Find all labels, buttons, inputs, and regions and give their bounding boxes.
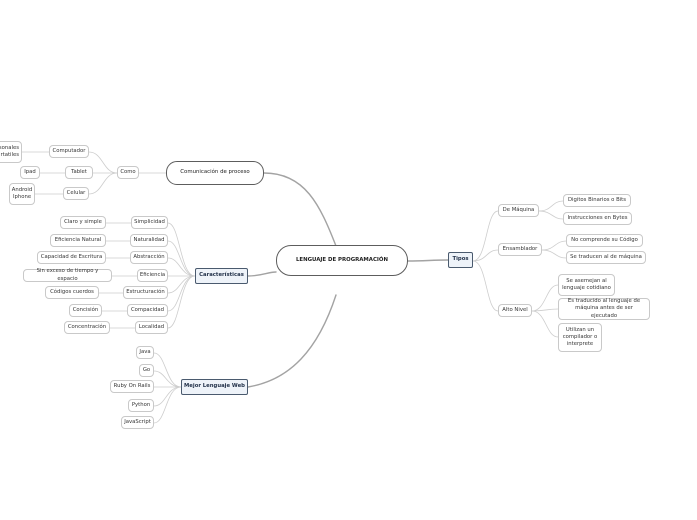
node-comunicacion[interactable]: Comunicación de proceso xyxy=(166,161,264,185)
node-concision[interactable]: Concisión xyxy=(69,304,102,317)
node-utilizan-compilador[interactable]: Utilizan un compilador o interprete xyxy=(558,323,602,352)
node-se-traducen[interactable]: Se traducen al de máquina xyxy=(566,251,646,264)
link-root-tipos xyxy=(407,259,449,262)
node-ensamblador[interactable]: Ensamblador xyxy=(498,243,542,256)
node-es-traducido[interactable]: Es traducido al lenguaje de máquina ante… xyxy=(558,298,650,320)
node-capacidad-escritura[interactable]: Capacidad de Escritura xyxy=(37,251,106,264)
node-compacidad[interactable]: Compacidad xyxy=(127,304,168,317)
node-digitos-binarios[interactable]: Digitos Binarios o Bits xyxy=(563,194,631,207)
node-abstraccion[interactable]: Abstracción xyxy=(130,251,168,264)
node-mejor-lenguaje-web[interactable]: Mejor Lenguaje Web xyxy=(181,379,248,395)
node-de-maquina[interactable]: De Máquina xyxy=(498,204,539,217)
node-naturalidad[interactable]: Naturalidad xyxy=(130,234,168,247)
node-instrucciones-bytes[interactable]: Instrucciones en Bytes xyxy=(563,212,632,225)
node-no-comprende[interactable]: No comprende su Código xyxy=(566,234,643,247)
node-celular[interactable]: Celular xyxy=(63,187,89,200)
node-android-iphone[interactable]: Android Iphone xyxy=(9,183,35,205)
node-claro-simple[interactable]: Claro y simple xyxy=(60,216,106,229)
node-localidad[interactable]: Localidad xyxy=(135,321,168,334)
node-ipad[interactable]: Ipad xyxy=(20,166,40,179)
node-como[interactable]: Como xyxy=(117,166,139,179)
root-node[interactable]: LENGUAJE DE PROGRAMACIÓN xyxy=(276,245,408,276)
node-alto-nivel[interactable]: Alto Nivel xyxy=(498,304,532,317)
node-concentracion[interactable]: Concentración xyxy=(64,321,110,334)
node-estructuracion[interactable]: Estructuración xyxy=(123,286,168,299)
link-root-caracteristicas xyxy=(247,271,277,277)
node-codigos-cuerdos[interactable]: Códigos cuerdos xyxy=(45,286,99,299)
node-se-asemejan[interactable]: Se asemejan al lenguaje cotidiano xyxy=(558,274,615,296)
node-javascript[interactable]: JavaScript xyxy=(121,416,154,429)
node-python[interactable]: Python xyxy=(128,399,154,412)
link-root-comunicacion xyxy=(263,172,337,247)
node-java[interactable]: Java xyxy=(136,346,154,359)
node-tipos[interactable]: Tipos xyxy=(448,252,473,268)
node-sin-exceso[interactable]: Sin exceso de tiempo y espacio xyxy=(23,268,112,282)
node-eficiencia-natural[interactable]: Eficiencia Natural xyxy=(50,234,106,247)
node-tablet[interactable]: Tablet xyxy=(65,166,93,179)
node-ruby-on-rails[interactable]: Ruby On Rails xyxy=(110,380,154,393)
node-eficiencia[interactable]: Eficiencia xyxy=(137,269,168,282)
node-computador[interactable]: Computador xyxy=(49,145,89,158)
node-go[interactable]: Go xyxy=(139,364,154,377)
link-root-mejor xyxy=(247,294,337,388)
node-personales-portatiles[interactable]: ...sonales ...rtatiles xyxy=(0,141,22,163)
node-caracteristicas[interactable]: Características xyxy=(195,268,248,284)
node-simplicidad[interactable]: Simplicidad xyxy=(131,216,168,229)
